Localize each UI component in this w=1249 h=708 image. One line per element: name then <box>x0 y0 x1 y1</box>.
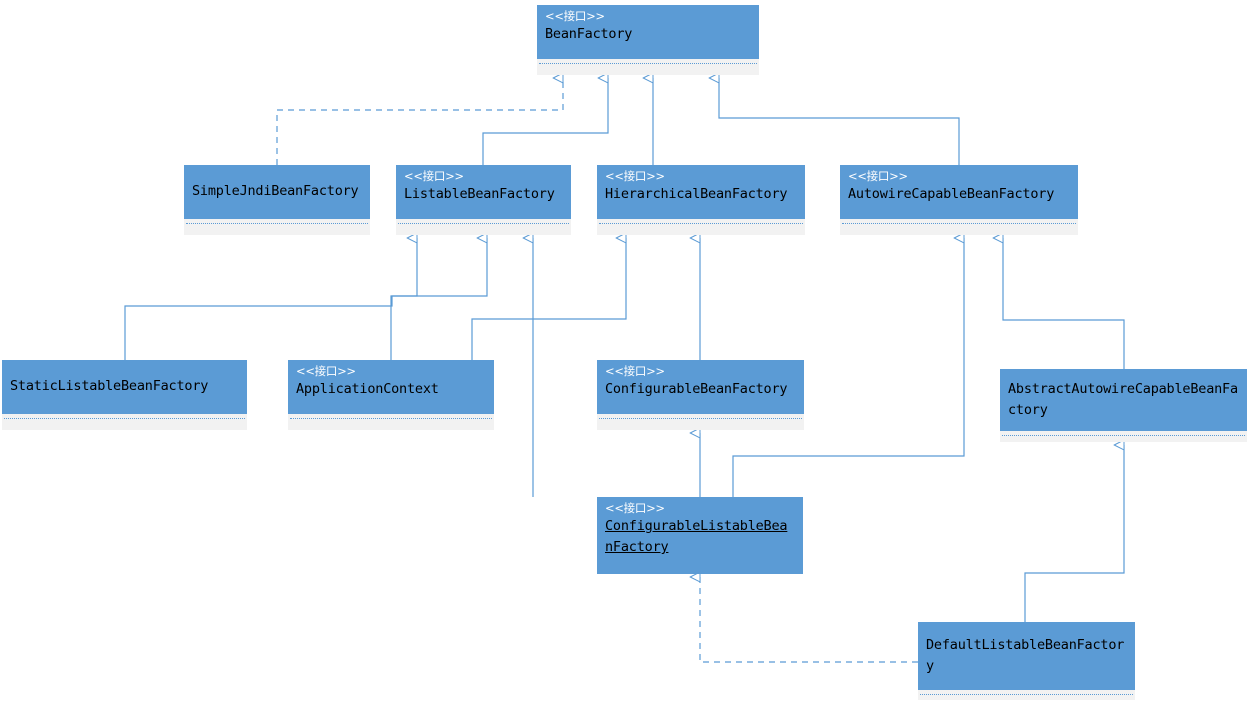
edge-listablebeanfactory-beanfactory <box>482 78 609 165</box>
uml-stereotype: <<接口>> <box>296 364 356 378</box>
uml-compartment-separator <box>599 223 803 224</box>
uml-class-header: DefaultListableBeanFactory <box>918 622 1135 690</box>
uml-class-name: ApplicationContext <box>296 381 439 397</box>
uml-class-header: <<接口>> ConfigurableListableBeanFactory <box>597 497 803 574</box>
uml-class-name: SimpleJndiBeanFactory <box>192 183 359 199</box>
uml-members-compartment <box>537 64 759 73</box>
uml-members-compartment <box>2 419 247 428</box>
uml-class-abstractautowirecapablebeanfactory[interactable]: AbstractAutowireCapableBeanFactory <box>1000 369 1247 442</box>
uml-compartment-separator <box>290 418 492 419</box>
uml-compartment-separator <box>186 223 368 224</box>
uml-class-header: <<接口>> BeanFactory <box>537 5 759 59</box>
uml-members-compartment <box>288 419 494 428</box>
uml-class-header: <<接口>> AutowireCapableBeanFactory <box>840 165 1078 219</box>
uml-class-header: SimpleJndiBeanFactory <box>184 165 370 219</box>
uml-class-simplejndibeanfactory[interactable]: SimpleJndiBeanFactory <box>184 165 370 235</box>
edge-defaultlistablebeanfactory-abstractautowirecapablebeanfactory <box>1024 445 1125 622</box>
uml-class-header: StaticListableBeanFactory <box>2 360 247 414</box>
uml-class-autowirecapablebeanfactory[interactable]: <<接口>> AutowireCapableBeanFactory <box>840 165 1078 235</box>
uml-class-configurablelistablebeanfactory[interactable]: <<接口>> ConfigurableListableBeanFactory <box>597 497 803 574</box>
edge-applicationcontext-listablebeanfactory <box>390 238 488 360</box>
uml-class-name: HierarchicalBeanFactory <box>605 186 788 202</box>
uml-stereotype: <<接口>> <box>848 169 908 183</box>
uml-compartment-separator <box>599 418 802 419</box>
uml-compartment-separator <box>1002 435 1245 436</box>
uml-class-name: ConfigurableBeanFactory <box>605 381 788 397</box>
uml-class-name: AbstractAutowireCapableBeanFactory <box>1008 380 1238 418</box>
uml-stereotype: <<接口>> <box>605 364 665 378</box>
uml-compartment-separator <box>398 223 569 224</box>
uml-class-name: AutowireCapableBeanFactory <box>848 186 1055 202</box>
uml-compartment-separator <box>539 63 757 64</box>
uml-class-name: ConfigurableListableBeanFactory <box>605 518 788 555</box>
uml-members-compartment <box>597 224 805 233</box>
uml-members-compartment <box>184 224 370 233</box>
uml-class-hierarchicalbeanfactory[interactable]: <<接口>> HierarchicalBeanFactory <box>597 165 805 235</box>
edge-defaultlistablebeanfactory-configurablelistablebeanfactory <box>700 577 918 663</box>
uml-compartment-separator <box>4 418 245 419</box>
uml-members-compartment <box>396 224 571 233</box>
uml-class-header: AbstractAutowireCapableBeanFactory <box>1000 369 1247 431</box>
edge-staticlistablebeanfactory-listablebeanfactory <box>124 238 418 360</box>
uml-class-configurablebeanfactory[interactable]: <<接口>> ConfigurableBeanFactory <box>597 360 804 430</box>
uml-members-compartment <box>840 224 1078 233</box>
uml-class-header: <<接口>> ListableBeanFactory <box>396 165 571 219</box>
uml-compartment-separator <box>842 223 1076 224</box>
uml-class-name: BeanFactory <box>545 26 633 42</box>
edge-autowirecapablebeanfactory-beanfactory <box>719 78 960 165</box>
edge-abstractautowirecapablebeanfactory-autowirecapablebeanfactory <box>1003 238 1125 369</box>
uml-class-listablebeanfactory[interactable]: <<接口>> ListableBeanFactory <box>396 165 571 235</box>
uml-members-compartment <box>597 419 804 428</box>
uml-class-name: StaticListableBeanFactory <box>10 378 209 394</box>
uml-stereotype: <<接口>> <box>545 9 605 23</box>
uml-stereotype: <<接口>> <box>605 169 665 183</box>
uml-members-compartment <box>1000 436 1247 440</box>
uml-class-applicationcontext[interactable]: <<接口>> ApplicationContext <box>288 360 494 430</box>
uml-class-header: <<接口>> HierarchicalBeanFactory <box>597 165 805 219</box>
uml-class-defaultlistablebeanfactory[interactable]: DefaultListableBeanFactory <box>918 622 1135 700</box>
uml-class-staticlistablebeanfactory[interactable]: StaticListableBeanFactory <box>2 360 247 430</box>
edge-simplejndibeanfactory-beanfactory <box>276 78 564 165</box>
uml-class-header: <<接口>> ConfigurableBeanFactory <box>597 360 804 414</box>
uml-stereotype: <<接口>> <box>404 169 464 183</box>
uml-stereotype: <<接口>> <box>605 501 665 515</box>
uml-class-name: DefaultListableBeanFactory <box>926 636 1125 674</box>
uml-class-header: <<接口>> ApplicationContext <box>288 360 494 414</box>
uml-class-beanfactory[interactable]: <<接口>> BeanFactory <box>537 5 759 75</box>
edge-applicationcontext-hierarchicalbeanfactory <box>471 238 627 360</box>
uml-members-compartment <box>918 695 1135 699</box>
uml-class-name: ListableBeanFactory <box>404 186 555 202</box>
uml-compartment-separator <box>920 694 1133 695</box>
